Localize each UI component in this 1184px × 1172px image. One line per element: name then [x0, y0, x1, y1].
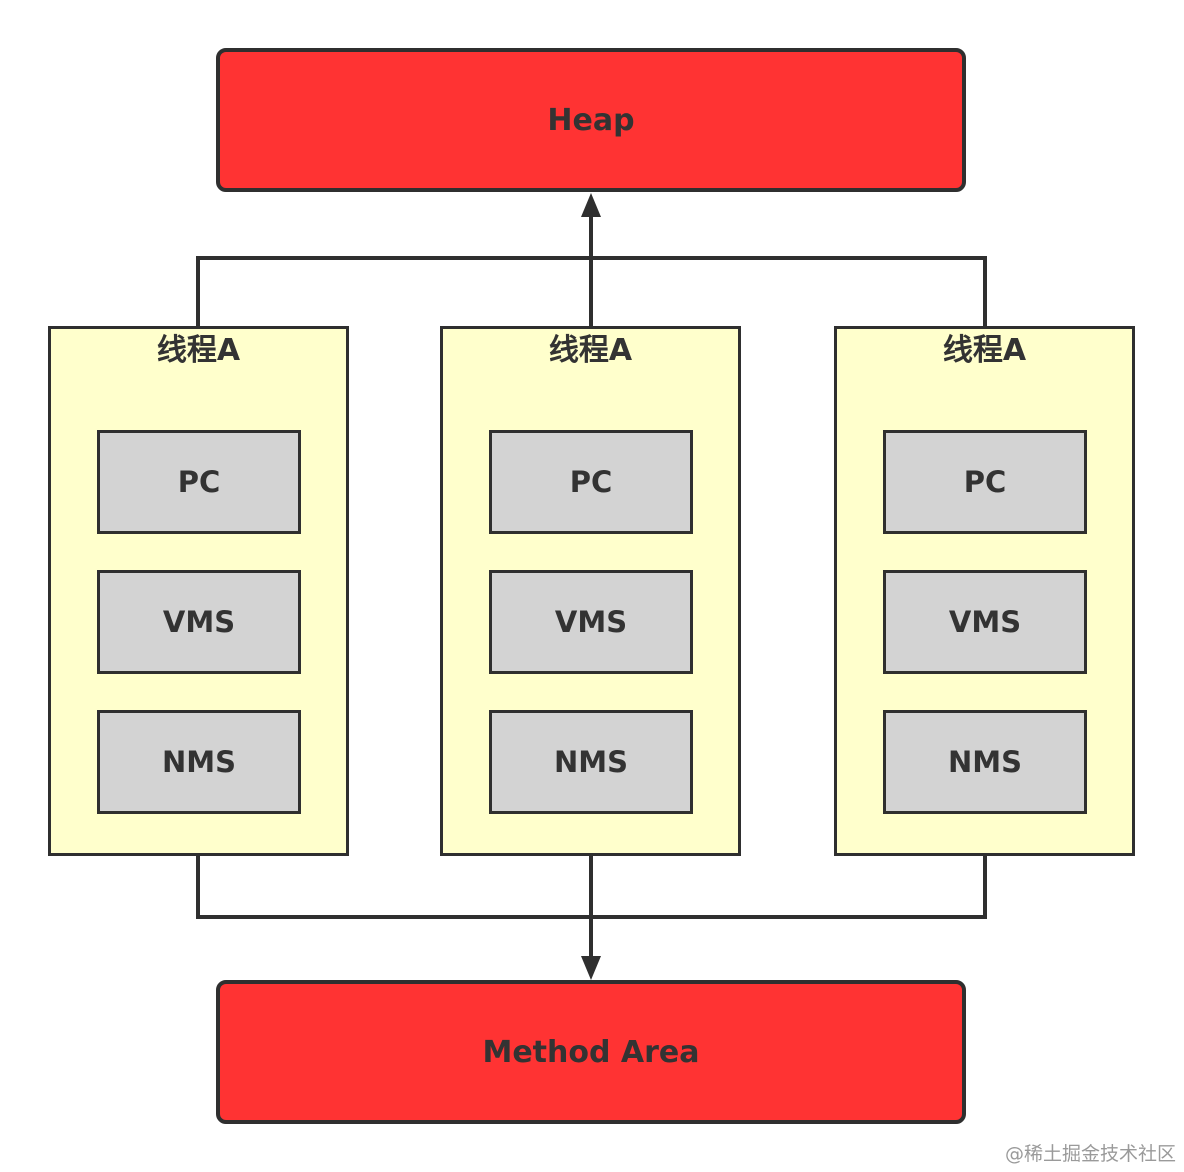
- pc-register-box: PC: [883, 430, 1087, 534]
- heap-box: Heap: [216, 48, 966, 192]
- method-area-label: Method Area: [482, 1034, 700, 1070]
- method-area-arrowhead: [581, 956, 601, 980]
- vms-label: VMS: [162, 605, 236, 639]
- vm-stack-box: VMS: [489, 570, 693, 674]
- native-method-stack-box: NMS: [97, 710, 301, 814]
- pc-register-box: PC: [97, 430, 301, 534]
- vms-label: VMS: [554, 605, 628, 639]
- pc-label: PC: [177, 465, 221, 499]
- pc-label: PC: [963, 465, 1007, 499]
- native-method-stack-box: NMS: [883, 710, 1087, 814]
- thread-box-1: 线程A PC VMS NMS: [48, 326, 349, 856]
- heap-label: Heap: [547, 102, 635, 138]
- nms-label: NMS: [161, 745, 236, 779]
- nms-label: NMS: [553, 745, 628, 779]
- native-method-stack-box: NMS: [489, 710, 693, 814]
- thread-title: 线程A: [942, 333, 1027, 368]
- vm-stack-box: VMS: [883, 570, 1087, 674]
- vms-label: VMS: [948, 605, 1022, 639]
- method-area-box: Method Area: [216, 980, 966, 1124]
- watermark: @稀土掘金技术社区: [1004, 1143, 1176, 1165]
- thread-title: 线程A: [548, 333, 633, 368]
- thread-box-2: 线程A PC VMS NMS: [440, 326, 741, 856]
- thread-box-3: 线程A PC VMS NMS: [834, 326, 1135, 856]
- heap-arrowhead: [581, 193, 601, 217]
- vm-stack-box: VMS: [97, 570, 301, 674]
- pc-label: PC: [569, 465, 613, 499]
- thread-title: 线程A: [156, 333, 241, 368]
- pc-register-box: PC: [489, 430, 693, 534]
- nms-label: NMS: [947, 745, 1022, 779]
